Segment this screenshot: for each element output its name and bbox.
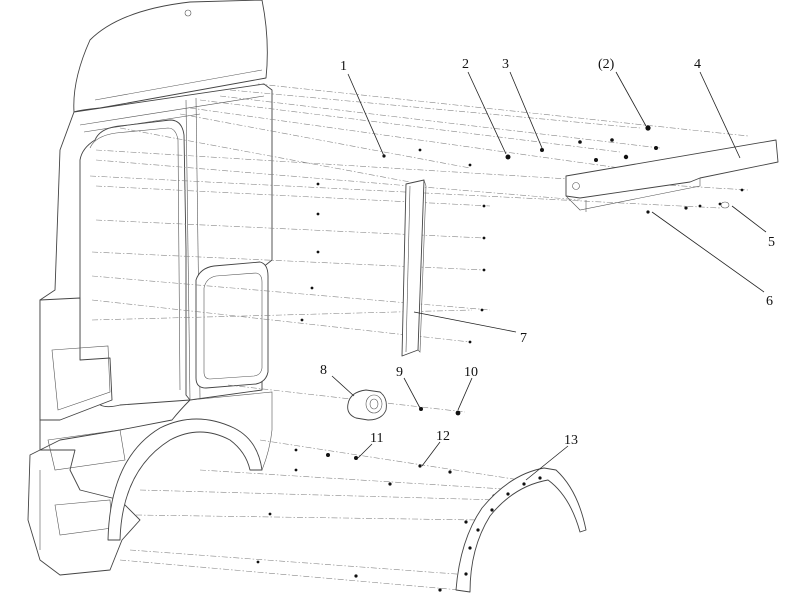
callout-2-paren: (2) [598, 57, 615, 72]
callout-8: 8 [320, 363, 327, 378]
fastener-dots [256, 125, 744, 592]
callout-3: 3 [502, 57, 509, 72]
roof-side-rail [565, 139, 779, 212]
lamp-housing [347, 389, 387, 421]
vertical-trim-strip [401, 179, 427, 357]
callout-labels: 1 2 3 (2) 4 5 6 7 8 9 10 11 12 13 [320, 57, 775, 448]
explosion-guide-lines [89, 83, 749, 591]
leader-lines [331, 71, 767, 481]
rear-side-window [195, 261, 269, 389]
nut [455, 410, 461, 416]
callout-6: 6 [766, 294, 773, 309]
roof-spoiler [73, 0, 268, 113]
callout-11: 11 [370, 431, 383, 446]
callout-2: 2 [462, 57, 469, 72]
callout-7: 7 [520, 331, 527, 346]
callout-5: 5 [768, 235, 775, 250]
callout-13: 13 [564, 433, 578, 448]
lower-step-area [39, 297, 113, 421]
wheel-arch-flare [455, 467, 587, 593]
grommet [720, 201, 730, 209]
callout-12: 12 [436, 429, 450, 444]
callout-10: 10 [464, 365, 478, 380]
cab-body-shell [27, 0, 273, 576]
callout-9: 9 [396, 365, 403, 380]
callout-4: 4 [694, 57, 701, 72]
callout-1: 1 [340, 59, 347, 74]
door-opening [79, 119, 191, 408]
